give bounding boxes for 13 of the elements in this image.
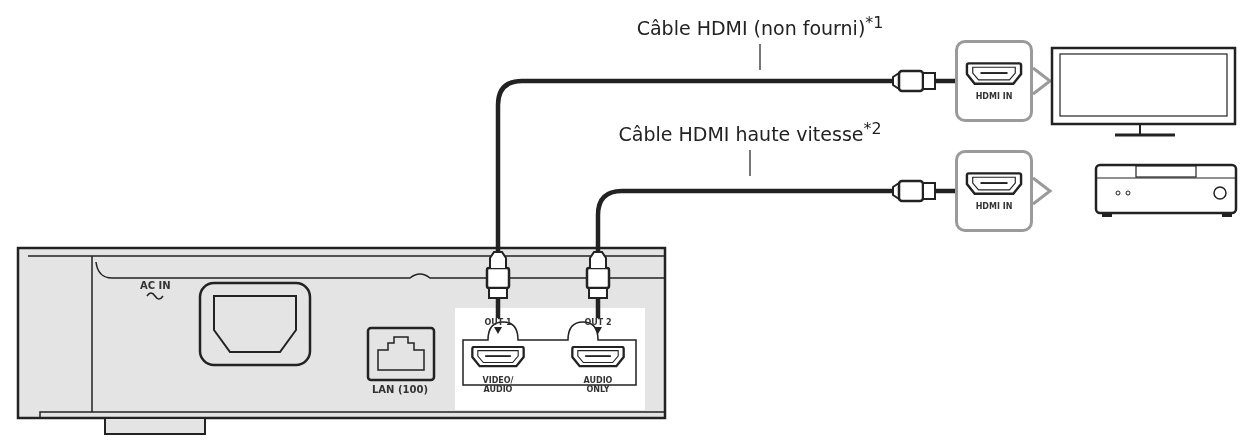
- cable-label: Câble HDMI haute vitesse$^{*2}$: [560, 114, 940, 148]
- port-label: VIDEO/ AUDIO: [481, 376, 515, 394]
- cable-label: Câble HDMI (non fourni)$^{*1}$: [580, 8, 940, 42]
- leader-line: [759, 43, 761, 71]
- connector-label: LAN (100): [372, 384, 428, 395]
- port-label: OUT 2: [584, 318, 612, 327]
- hdmi-input-panel: [955, 40, 1033, 122]
- hdmi-input-panel: [955, 150, 1033, 232]
- leader-line: [749, 149, 751, 177]
- connector-label: AC IN: [140, 280, 171, 291]
- port-label: HDMI IN: [975, 201, 1013, 211]
- port-label: HDMI IN: [975, 91, 1013, 101]
- port-label: AUDIO ONLY: [582, 376, 614, 394]
